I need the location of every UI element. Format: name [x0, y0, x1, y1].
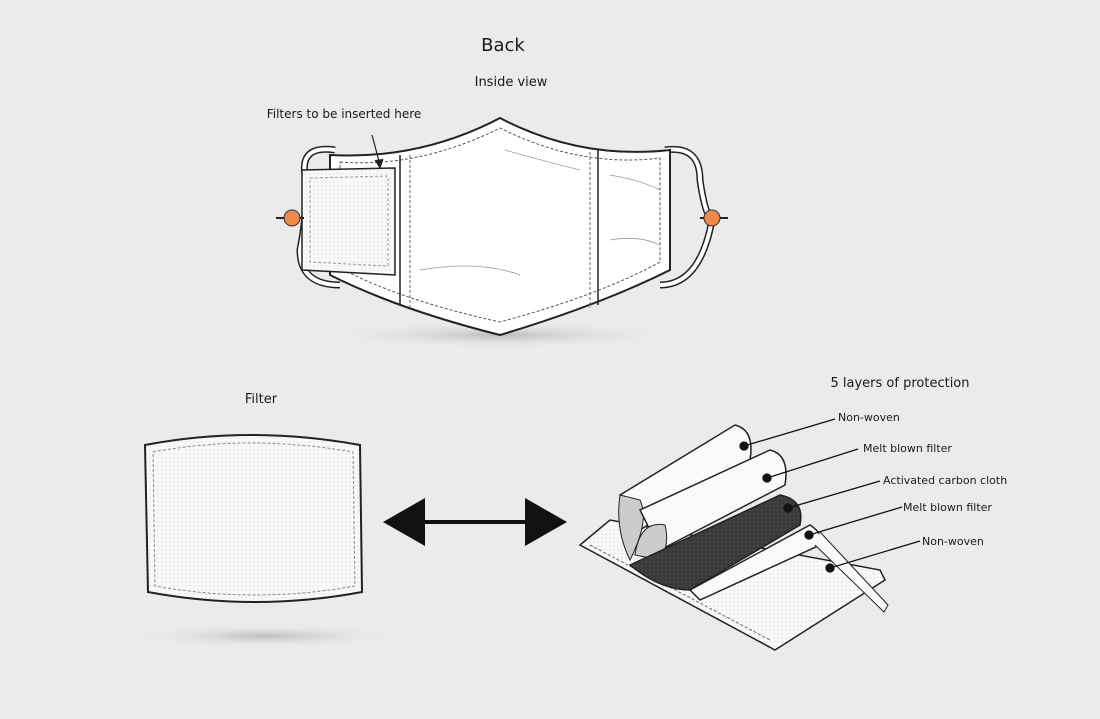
- toggle-right-icon: [703, 209, 721, 227]
- filter-sheet: [125, 434, 405, 648]
- filter-insert-callout: Filters to be inserted here: [267, 107, 422, 121]
- mask-inside-view: [276, 116, 728, 349]
- layer-label-3: Activated carbon cloth: [883, 474, 1007, 487]
- layer-label-5: Non-woven: [922, 535, 984, 548]
- toggle-left-icon: [283, 209, 301, 227]
- inside-view-subtitle: Inside view: [475, 75, 548, 90]
- layer-label-2: Melt blown filter: [863, 442, 952, 455]
- filter-label: Filter: [245, 392, 278, 407]
- layer-leader-lines: [739, 418, 921, 573]
- layers-title: 5 layers of protection: [831, 376, 970, 391]
- layer-label-1: Non-woven: [838, 411, 900, 424]
- page-title: Back: [481, 35, 525, 56]
- double-arrow-icon: [383, 498, 567, 546]
- layers-illustration: [578, 424, 889, 651]
- layer-label-4: Melt blown filter: [903, 501, 992, 514]
